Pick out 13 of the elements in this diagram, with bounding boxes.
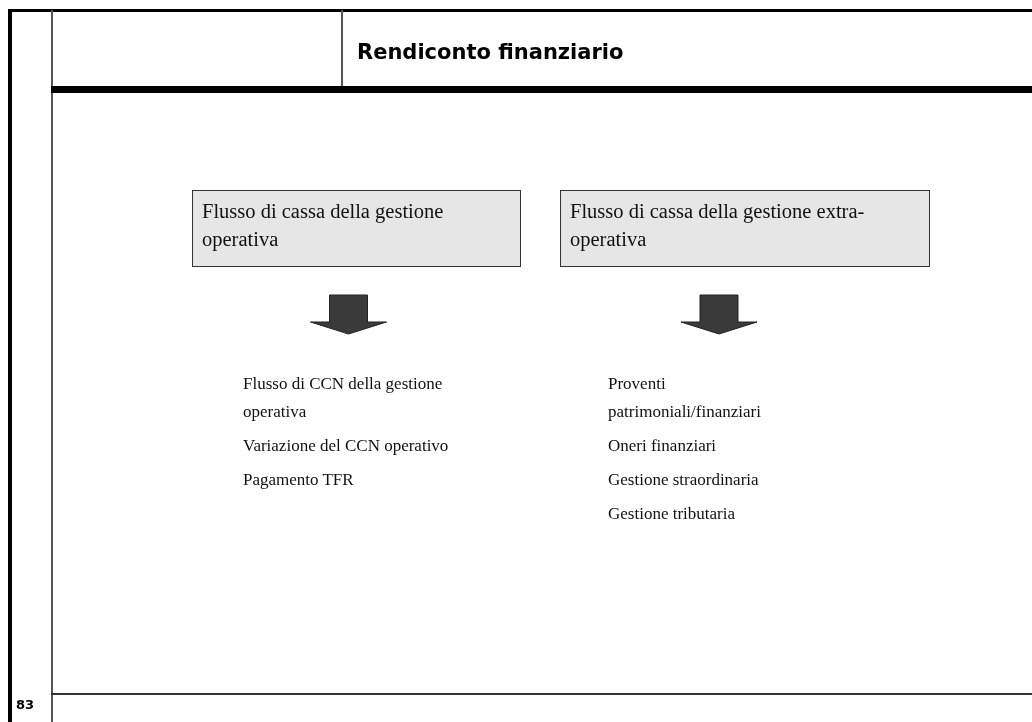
list-item: Oneri finanziari [608, 435, 718, 457]
block-arrow [310, 294, 387, 335]
heading-box: Flusso di cassa della gestione operativa [192, 190, 521, 267]
list-item: Gestione tributaria [608, 503, 736, 525]
list-item: Pagamento TFR [243, 469, 355, 491]
list-item: Proventi patrimoniali/finanziari [608, 373, 762, 423]
list-item: Flusso di CCN della gestione operativa [243, 373, 444, 423]
heading-box: Flusso di cassa della gestione extra-operativa [560, 190, 930, 267]
block-arrow [680, 294, 758, 335]
list-item: Variazione del CCN operativo [243, 435, 450, 457]
page-number: 83 [16, 697, 35, 712]
list-item: Gestione straordinaria [608, 469, 760, 491]
title: Rendiconto finanziario [357, 40, 624, 64]
